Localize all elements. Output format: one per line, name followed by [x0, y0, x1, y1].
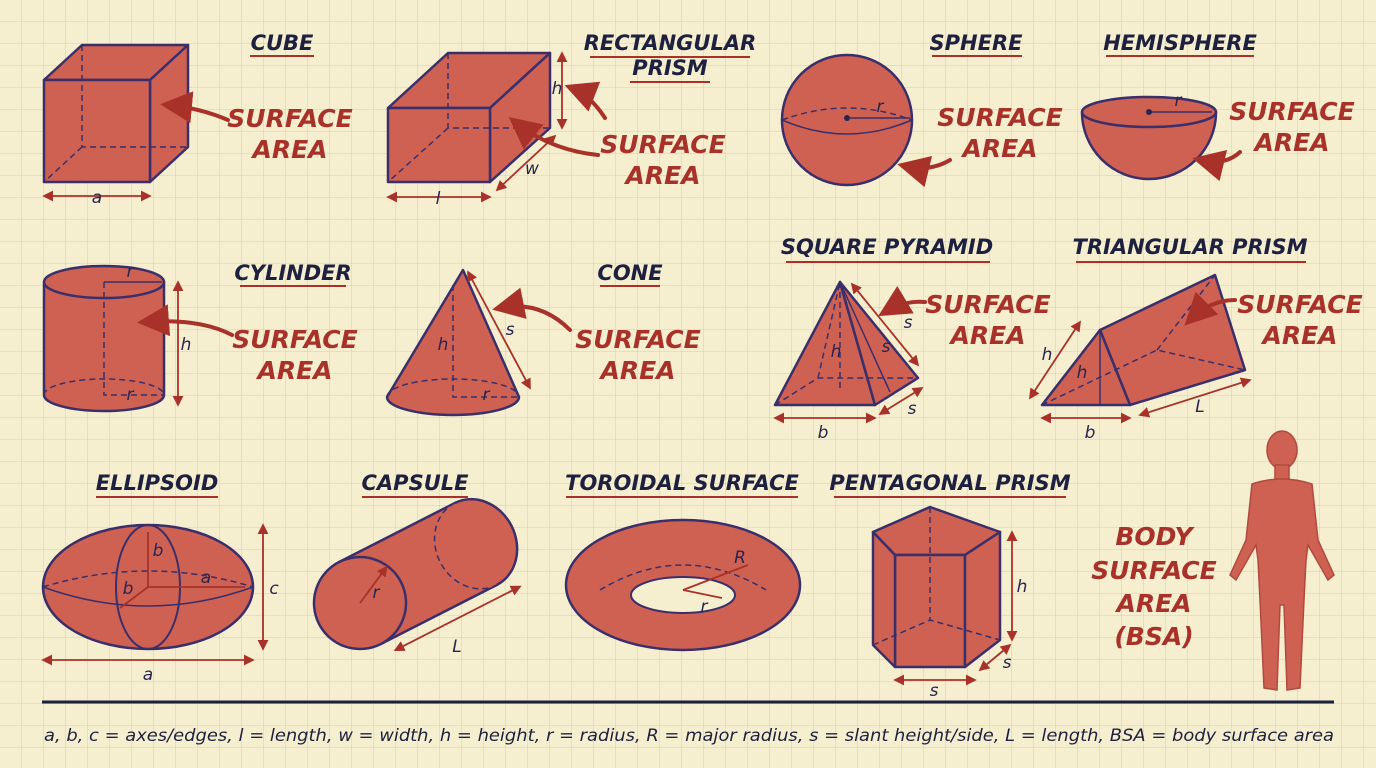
dim-a: a — [201, 568, 211, 588]
human-body: BODY SURFACE AREA (BSA) — [1091, 430, 1335, 691]
dim-L: L — [452, 637, 461, 657]
dim-h: h — [1017, 577, 1028, 597]
surface-area-label: SURFACE — [575, 325, 700, 354]
surface-area-label: AREA — [1260, 321, 1337, 350]
dim-s: s — [882, 337, 891, 357]
bsa-label: SURFACE — [1091, 556, 1216, 585]
title-square-pyramid: SQUARE PYRAMID — [781, 235, 993, 259]
surface-area-label: SURFACE — [227, 104, 352, 133]
dim-w: w — [525, 159, 539, 179]
dim-h: h — [552, 79, 563, 99]
cylinder: r r h CYLINDER SURFACE AREA — [42, 261, 358, 413]
cube: a CUBE SURFACE AREA — [42, 31, 353, 208]
rectangular-prism: h l w RECTANGULAR PRISM SURFACE AREA — [386, 31, 757, 209]
surface-area-label: AREA — [623, 161, 700, 190]
dim-s-slant: s — [904, 313, 913, 333]
title-hemisphere: HEMISPHERE — [1103, 31, 1257, 55]
title-rectangular-prism-2: PRISM — [632, 56, 707, 80]
dim-h: h — [181, 335, 192, 355]
surface-area-label: SURFACE — [937, 103, 1062, 132]
dim-r: r — [373, 583, 381, 603]
torus: R r TOROIDAL SURFACE — [564, 471, 802, 652]
dim-r-bottom: r — [127, 385, 135, 405]
bsa-label: AREA — [1114, 589, 1191, 618]
bsa-label: BODY — [1115, 522, 1195, 551]
surface-area-label: AREA — [598, 356, 675, 385]
dim-s-side: s — [908, 399, 917, 419]
title-toroidal-surface: TOROIDAL SURFACE — [565, 471, 799, 495]
sphere: r SPHERE SURFACE AREA — [780, 31, 1063, 188]
title-cube: CUBE — [251, 31, 314, 55]
dim-r: r — [877, 97, 885, 117]
dim-r: r — [1175, 91, 1183, 111]
surface-area-label: AREA — [1252, 128, 1329, 157]
dim-a: a — [92, 188, 102, 208]
title-triangular-prism: TRIANGULAR PRISM — [1073, 235, 1308, 259]
square-pyramid: h s s s b SQUARE PYRAMID SURFACE AREA — [773, 235, 1051, 443]
surface-area-label: AREA — [250, 135, 327, 164]
title-pentagonal-prism: PENTAGONAL PRISM — [829, 471, 1070, 495]
title-cone: CONE — [597, 261, 663, 285]
variable-legend: a, b, c = axes/edges, l = length, w = wi… — [44, 726, 1334, 746]
dim-h: h — [438, 335, 449, 355]
surface-area-label: SURFACE — [925, 290, 1050, 319]
dim-r: r — [701, 597, 709, 617]
dim-b: b — [818, 423, 829, 443]
dim-h-side: h — [1042, 345, 1053, 365]
dim-r: r — [483, 385, 491, 405]
ellipsoid: b a b c a ELLIPSOID — [41, 471, 279, 685]
dim-s: s — [930, 681, 939, 701]
dim-R: R — [734, 548, 746, 568]
dim-L: L — [1195, 397, 1204, 417]
title-cylinder: CYLINDER — [234, 261, 351, 285]
dim-c: c — [269, 579, 279, 599]
surface-area-label: AREA — [960, 134, 1037, 163]
triangular-prism: h h b L TRIANGULAR PRISM SURFACE AREA — [1029, 235, 1363, 443]
dim-l: l — [436, 189, 441, 209]
title-capsule: CAPSULE — [362, 471, 470, 495]
surface-area-label: SURFACE — [232, 325, 357, 354]
dim-b: b — [153, 541, 164, 561]
surface-area-label: AREA — [948, 321, 1025, 350]
surface-area-label: AREA — [255, 356, 332, 385]
dim-r: r — [127, 262, 135, 282]
dim-b-2: b — [123, 579, 134, 599]
title-sphere: SPHERE — [930, 31, 1024, 55]
bsa-label: (BSA) — [1114, 622, 1193, 651]
pentagonal-prism: h s s PENTAGONAL PRISM — [829, 471, 1070, 701]
dim-a-2: a — [143, 665, 153, 685]
surface-area-label: SURFACE — [1229, 97, 1354, 126]
title-rectangular-prism: RECTANGULAR — [584, 31, 757, 55]
capsule: r L CAPSULE — [312, 471, 522, 657]
dim-s: s — [506, 320, 515, 340]
dim-h: h — [1077, 363, 1088, 383]
cone: h r s CONE SURFACE AREA — [385, 261, 701, 417]
surface-area-label: SURFACE — [1237, 290, 1362, 319]
dim-h: h — [831, 342, 842, 362]
surface-area-label: SURFACE — [600, 130, 725, 159]
dim-s-side: s — [1003, 653, 1012, 673]
dim-b: b — [1085, 423, 1096, 443]
hemisphere: r HEMISPHERE SURFACE AREA — [1080, 31, 1355, 182]
title-ellipsoid: ELLIPSOID — [96, 471, 219, 495]
